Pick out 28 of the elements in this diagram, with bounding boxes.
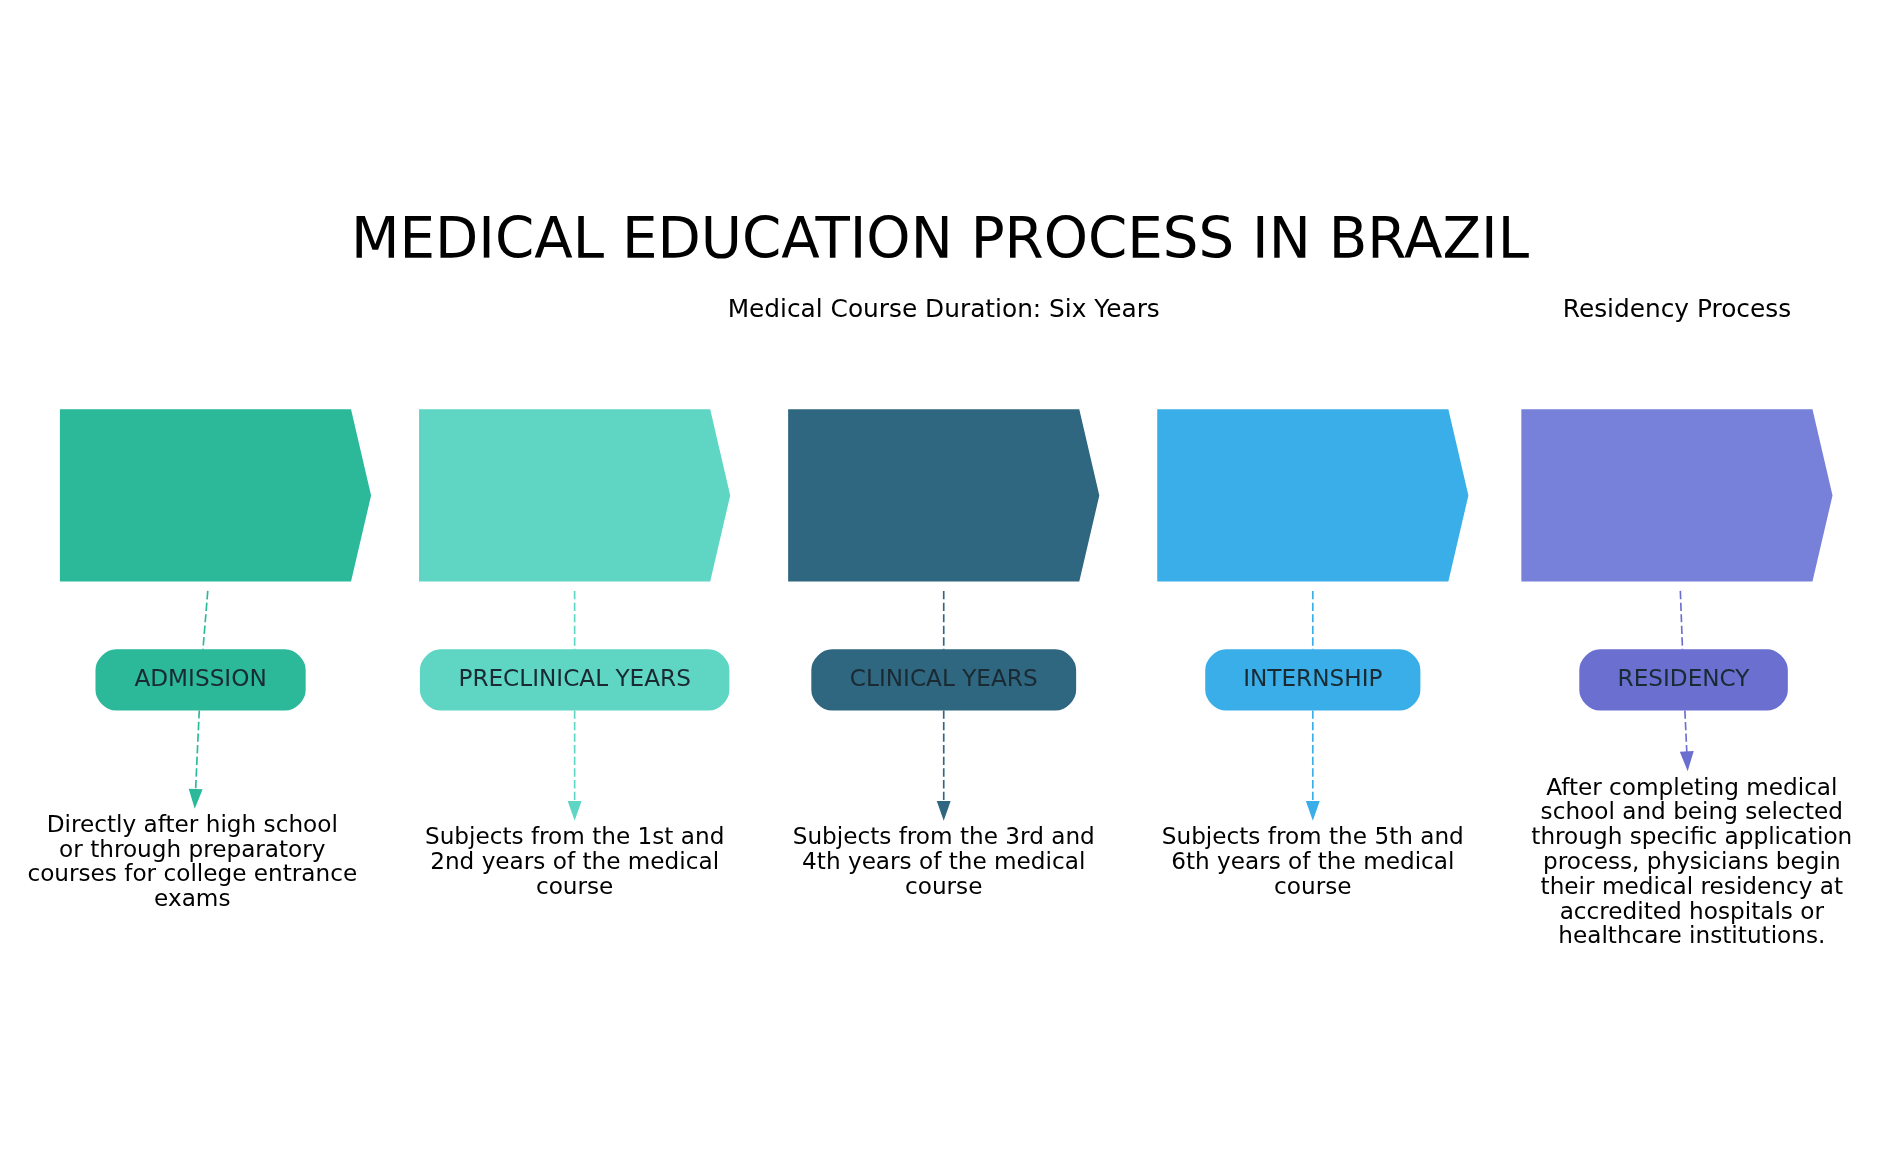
connector [1679, 590, 1684, 651]
arrow [1679, 709, 1694, 772]
node-chevron [419, 409, 731, 582]
node-text: Subjects from the 3rd and 4th years of the medical course [792, 822, 1095, 899]
arrow [188, 709, 203, 809]
arrow [567, 709, 582, 821]
node-box: PRECLINICAL YEARS [419, 649, 730, 711]
node-text: Subjects from the 1st and 2nd years of the medical course [424, 822, 725, 899]
arrow [1305, 709, 1320, 821]
node-box: ADMISSION [95, 649, 306, 711]
diagram-title: MEDICAL EDUCATION PROCESS IN BRAZIL [350, 206, 1530, 272]
node-box: CLINICAL YEARS [811, 649, 1077, 711]
node-box: RESIDENCY [1579, 649, 1788, 711]
node-chevron [1521, 409, 1833, 582]
connector [573, 590, 576, 651]
connector [202, 590, 209, 651]
node-box: INTERNSHIP [1205, 649, 1421, 711]
node-chevron [59, 409, 372, 582]
label: Medical Course Duration: Six Years [727, 293, 1160, 323]
node-chevron [788, 409, 1100, 582]
connector [1312, 590, 1314, 651]
node-chevron [1157, 409, 1469, 582]
node-text: Directly after high school or through preparatory courses for college entrance exams [27, 809, 358, 912]
label: Residency Process [1562, 293, 1792, 323]
node-text: Subjects from the 5th and 6th years of the medical course [1161, 822, 1464, 899]
arrow [936, 709, 951, 821]
connector [942, 590, 945, 651]
node-text: After completing medical school and being selected through specific application process, physicians begin their medical residency at accredited hospitals or healthcare institutions. [1531, 772, 1853, 949]
